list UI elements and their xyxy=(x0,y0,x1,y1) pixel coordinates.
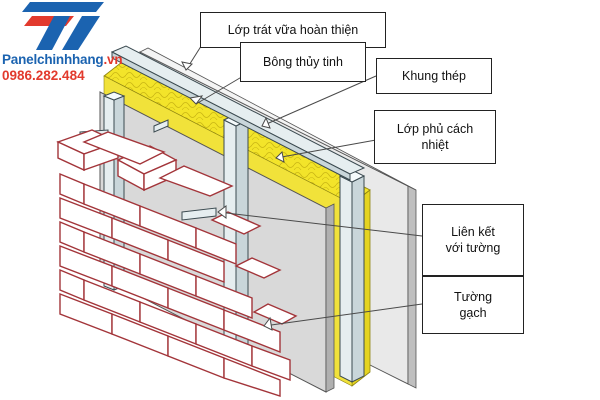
leader-steel-frame xyxy=(261,75,377,127)
brick-row xyxy=(59,244,281,354)
arrowhead xyxy=(263,316,273,331)
brand-name-part1: Panelchinhhang xyxy=(2,52,104,67)
brick-row xyxy=(59,292,281,397)
label-glass-wool: Bông thủy tinh xyxy=(240,42,366,82)
brand-name: Panelchinhhang.vn xyxy=(2,52,123,67)
leader-wall-tie xyxy=(217,211,423,237)
brick-row xyxy=(59,196,225,284)
label-brick-wall: Tường gạch xyxy=(422,276,524,334)
arrowhead xyxy=(261,116,271,129)
arrowhead xyxy=(188,95,204,105)
arrowhead xyxy=(275,150,285,163)
brick-row xyxy=(59,220,253,320)
brand-logo xyxy=(22,2,104,50)
label-steel-frame: Khung thép xyxy=(376,58,492,94)
arrowhead xyxy=(217,205,227,219)
brick-row xyxy=(59,172,237,266)
arrowhead xyxy=(181,61,194,71)
brick-wall xyxy=(56,129,298,397)
leader-brick-wall xyxy=(263,303,423,327)
steel-track-top xyxy=(110,45,366,181)
leader-insulation-coating xyxy=(275,139,377,159)
brick-top-row xyxy=(82,131,298,325)
steel-stud xyxy=(338,169,366,383)
brand-phone: 0986.282.484 xyxy=(2,68,85,83)
label-insulation-coating: Lớp phủ cách nhiệt xyxy=(374,110,496,164)
wall-tie xyxy=(181,207,217,221)
wall-tie xyxy=(153,119,169,133)
brand-name-part2: .vn xyxy=(103,52,123,67)
label-wall-tie: Liên kết với tường xyxy=(422,204,524,276)
brick-row xyxy=(59,268,291,382)
